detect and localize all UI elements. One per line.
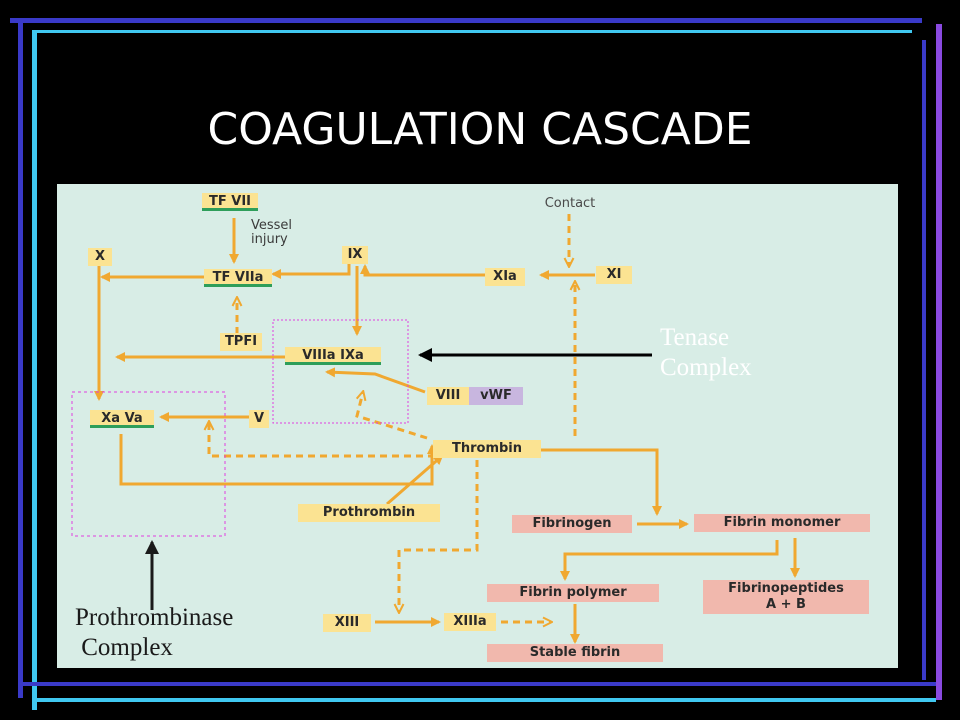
- arrow-xia-to-ix: [360, 264, 485, 277]
- node-fibrin-monomer: Fibrin monomer: [694, 514, 870, 532]
- frame-bottom-bar: [20, 682, 936, 686]
- frame-right-bar: [936, 24, 942, 700]
- node-fibrinogen: Fibrinogen: [512, 515, 632, 533]
- node-contact: Contact: [544, 196, 596, 211]
- node-prothrombin: Prothrombin: [298, 504, 440, 522]
- arrow-prothrombin-to-thrombin: [386, 454, 444, 506]
- node-xa-va: Xa Va: [90, 410, 154, 428]
- prothrombinase-complex-box: [71, 391, 226, 537]
- node-tf-viia: TF VIIa: [204, 269, 272, 287]
- node-xiii: XIII: [323, 614, 371, 632]
- frame-right-inner-bar: [922, 40, 926, 680]
- coagulation-diagram: TF VII Vessel injury Contact X TF VIIa I…: [57, 184, 898, 668]
- frame-left-bar: [18, 22, 23, 698]
- arrow-xava-to-thrombin: [119, 434, 437, 486]
- dashed-thrombin-to-v: [209, 422, 435, 458]
- slide-title: COAGULATION CASCADE: [207, 104, 753, 155]
- dashed-thrombin-to-viiia: [355, 392, 428, 440]
- arrow-thrombin-to-fibrinogen: [541, 448, 662, 516]
- frame-bottom-inner-bar: [36, 698, 936, 702]
- arrow-ix-to-tfviia: [271, 262, 351, 279]
- node-viii: VIII: [427, 387, 469, 405]
- node-tf-vii: TF VII: [202, 193, 258, 211]
- node-xi: XI: [596, 266, 632, 284]
- node-thrombin: Thrombin: [433, 440, 541, 458]
- node-x: X: [88, 248, 112, 266]
- prothrombinase-complex-label: Prothrombinase Complex: [75, 604, 234, 661]
- frame-top-bar: [10, 18, 922, 23]
- node-tpfi: TPFI: [220, 333, 262, 351]
- arrow-monomer-to-polymer: [560, 540, 779, 581]
- node-fibrinopeptides: Fibrinopeptides A + B: [703, 580, 869, 614]
- node-stable-fibrin: Stable fibrin: [487, 644, 663, 662]
- node-ix: IX: [342, 246, 368, 264]
- label-vessel-injury: Vessel injury: [251, 218, 293, 247]
- node-viiia-ixa: VIIIa IXa: [285, 347, 381, 365]
- frame-left-inner-bar: [32, 30, 37, 710]
- node-xiiia: XIIIa: [444, 613, 496, 631]
- dashed-thrombin-to-xiii: [399, 460, 479, 612]
- node-vwf: vWF: [469, 387, 523, 405]
- diagram-connectors: [71, 214, 800, 644]
- node-xia: XIa: [485, 268, 525, 286]
- node-fibrin-polymer: Fibrin polymer: [487, 584, 659, 602]
- tenase-complex-box: [272, 319, 409, 424]
- frame-top-inner-bar: [32, 30, 912, 33]
- tenase-complex-label: Tenase Complex: [660, 324, 752, 381]
- arrow-viii-to-viiia: [325, 367, 426, 394]
- node-v: V: [249, 410, 269, 428]
